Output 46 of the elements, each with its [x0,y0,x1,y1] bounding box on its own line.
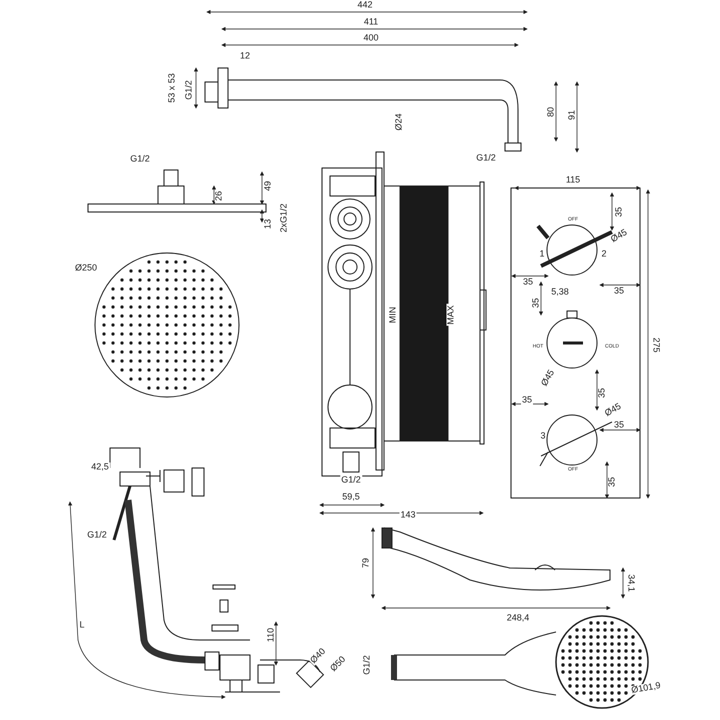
dimension-label: 442 [356,0,374,10]
dimension-label: Ø24 [394,112,404,132]
dimension-label: 35 [614,206,624,218]
dimension-label: 143 [399,510,417,520]
dimension-label: Ø45 [602,401,624,419]
dimension-label: G1/2 [184,79,194,101]
dimension-label: G1/2 [362,654,372,676]
dimension-label: 400 [362,34,380,42]
dimension-label: 35 [613,286,625,296]
dimension-label: Ø250 [74,264,98,272]
dimension-label: 1 [538,250,546,258]
dimension-label: 35 [521,396,533,404]
dimension-label: L [78,620,86,630]
dimension-label: 2 [600,250,608,258]
dimension-label: G1/2 [475,154,497,162]
dimension-label: 53 x 53 [168,72,176,104]
dimension-label: 5,38 [550,288,570,296]
dimension-label: 110 [266,626,276,644]
dimension-label: 35 [613,420,625,430]
dimension-label: Ø101,9 [630,680,662,696]
dimension-label: G1/2 [86,530,108,540]
dimension-label: 49 [264,180,272,192]
dimension-label: Ø45 [608,227,630,245]
dimension-label: 42,5 [90,462,110,472]
dimension-label: G1/2 [129,154,151,164]
dimension-label: MAX [446,304,456,326]
dimension-label: 275 [652,336,660,354]
dimension-label: 248,4 [506,614,530,622]
dimension-label: 13 [264,218,272,230]
dimension-label: 2xG1/2 [280,202,288,234]
dimension-label: 26 [214,190,224,202]
dimension-label: 34,1 [626,573,636,593]
dimension-label: 3 [540,432,546,440]
dimension-label: MIN [388,306,398,324]
dimension-label: 91 [568,109,576,121]
dimension-label: G1/2 [340,476,362,484]
dimension-label: 12 [239,52,251,60]
dimension-label: 35 [532,297,540,309]
dimension-label: 115 [564,176,582,184]
dimension-label: 80 [546,106,556,118]
dimension-label: 35 [598,387,606,399]
dimension-label: 35 [608,476,616,488]
dimension-label: 59,5 [341,492,361,502]
dimension-label: 411 [362,18,380,26]
dimension-label: 35 [522,278,534,286]
dimension-label: 79 [362,557,370,569]
